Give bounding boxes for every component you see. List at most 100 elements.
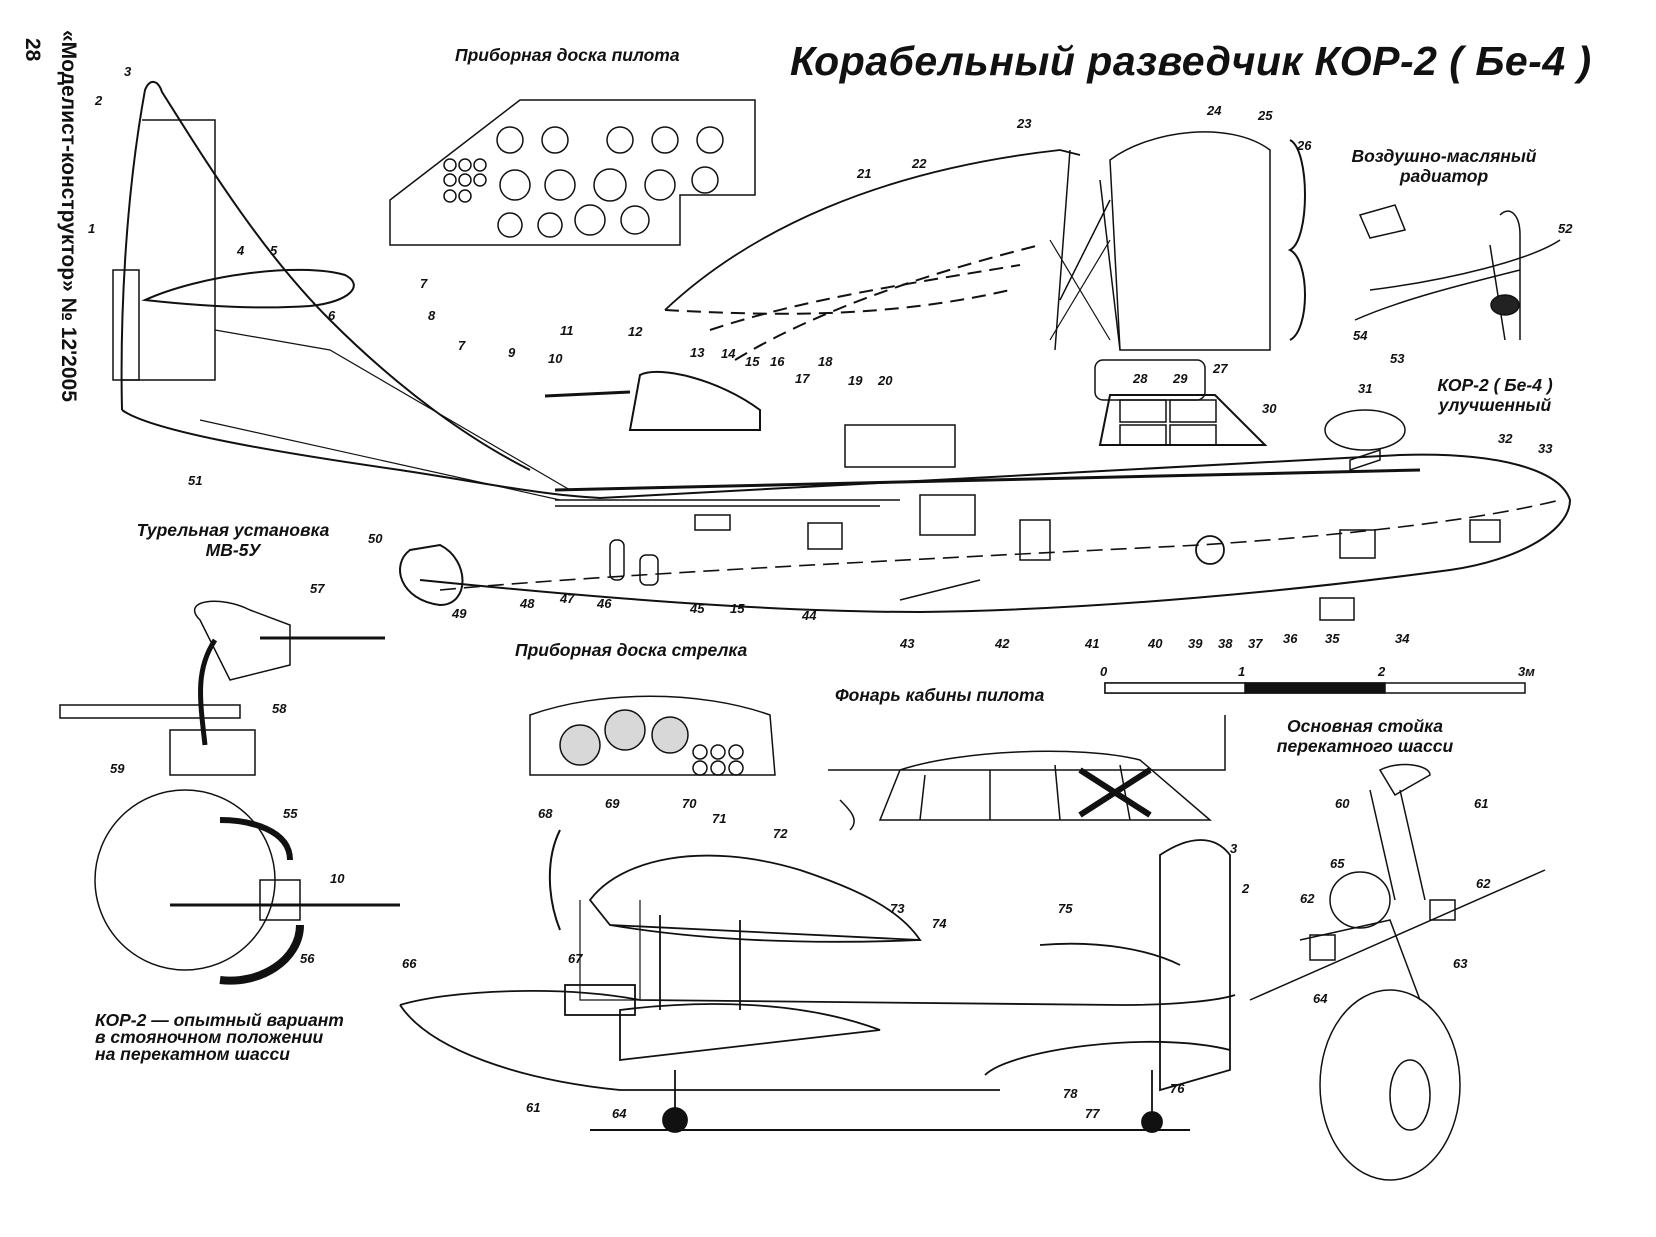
callout: 3 bbox=[1230, 841, 1238, 856]
callout: 41 bbox=[1084, 636, 1099, 651]
scale-label: 1 bbox=[1238, 664, 1245, 679]
callout: 16 bbox=[770, 354, 785, 369]
callout: 22 bbox=[911, 156, 927, 171]
callout: 60 bbox=[1335, 796, 1350, 811]
callout: 58 bbox=[272, 701, 287, 716]
scale-label: 0 bbox=[1100, 664, 1108, 679]
callout: 7 bbox=[458, 338, 466, 353]
callout: 57 bbox=[310, 581, 325, 596]
callout: 17 bbox=[795, 371, 810, 386]
callout: 76 bbox=[1170, 1081, 1185, 1096]
turret-mv5u bbox=[59, 600, 400, 985]
callout: 3 bbox=[124, 64, 132, 79]
antenna-mast bbox=[1324, 409, 1406, 451]
callout: 55 bbox=[283, 806, 298, 821]
callout: 51 bbox=[188, 473, 202, 488]
propeller bbox=[1287, 139, 1306, 341]
wing-outline bbox=[664, 149, 1081, 311]
callout: 61 bbox=[1474, 796, 1488, 811]
pilot-instrument-panel bbox=[389, 99, 756, 246]
callout: 9 bbox=[508, 345, 516, 360]
callout: 14 bbox=[721, 346, 736, 361]
gunner-panel-caption: Приборная доска стрелка bbox=[515, 640, 748, 660]
main-side-view bbox=[112, 81, 1572, 621]
callout: 27 bbox=[1212, 361, 1228, 376]
callout: 19 bbox=[848, 373, 863, 388]
callout: 68 bbox=[538, 806, 553, 821]
gunner-cockpit bbox=[628, 371, 761, 431]
pilot-canopy bbox=[828, 715, 1226, 831]
callout: 15 bbox=[730, 601, 745, 616]
control-wheel bbox=[1195, 535, 1225, 565]
callout: 10 bbox=[548, 351, 563, 366]
stabilizer bbox=[141, 268, 355, 309]
callout: 73 bbox=[890, 901, 905, 916]
callout: 20 bbox=[877, 373, 893, 388]
callout: 42 bbox=[994, 636, 1010, 651]
scale-label: 3м bbox=[1518, 664, 1535, 679]
prototype-side-view bbox=[399, 829, 1236, 1133]
callout: 46 bbox=[596, 596, 612, 611]
improved-caption: КОР-2 ( Бе-4 )улучшенный bbox=[1437, 375, 1553, 415]
callout: 28 bbox=[1132, 371, 1148, 386]
callout: 30 bbox=[1262, 401, 1277, 416]
callout: 8 bbox=[428, 308, 436, 323]
callout: 6 bbox=[328, 308, 336, 323]
callout: 11 bbox=[560, 323, 574, 338]
callout: 72 bbox=[773, 826, 788, 841]
callout: 71 bbox=[712, 811, 726, 826]
callout: 37 bbox=[1248, 636, 1263, 651]
callout: 67 bbox=[568, 951, 583, 966]
callout: 64 bbox=[1313, 991, 1328, 1006]
callout: 26 bbox=[1296, 138, 1312, 153]
canopy-caption: Фонарь кабины пилота bbox=[835, 685, 1045, 705]
callout: 40 bbox=[1147, 636, 1163, 651]
pilot-cockpit bbox=[1098, 394, 1268, 446]
pilot-panel-caption: Приборная доска пилота bbox=[455, 45, 680, 65]
callout: 62 bbox=[1476, 876, 1491, 891]
callout: 61 bbox=[526, 1100, 540, 1115]
callout: 1 bbox=[88, 221, 95, 236]
callout: 35 bbox=[1325, 631, 1340, 646]
callout: 32 bbox=[1498, 431, 1513, 446]
callout: 53 bbox=[1390, 351, 1405, 366]
gunner-instrument-panel bbox=[529, 695, 776, 776]
callout: 54 bbox=[1353, 328, 1368, 343]
callout: 12 bbox=[628, 324, 643, 339]
gun-barrel bbox=[544, 390, 631, 398]
callout: 21 bbox=[856, 166, 871, 181]
callout: 74 bbox=[932, 916, 947, 931]
callout: 44 bbox=[801, 608, 817, 623]
callout: 43 bbox=[899, 636, 915, 651]
callout: 33 bbox=[1538, 441, 1553, 456]
tail-fin bbox=[120, 81, 531, 471]
fuselage-outline bbox=[121, 409, 1572, 614]
callout: 2 bbox=[1241, 881, 1250, 896]
callout: 59 bbox=[110, 761, 125, 776]
callout: 23 bbox=[1016, 116, 1032, 131]
callout: 13 bbox=[690, 345, 705, 360]
callout: 29 bbox=[1172, 371, 1188, 386]
callout: 39 bbox=[1188, 636, 1203, 651]
callout: 65 bbox=[1330, 856, 1345, 871]
turret-ring bbox=[94, 789, 276, 971]
callout: 62 bbox=[1300, 891, 1315, 906]
callout: 50 bbox=[368, 531, 383, 546]
callout: 52 bbox=[1558, 221, 1573, 236]
engine-nacelle bbox=[1109, 131, 1271, 351]
callout: 77 bbox=[1085, 1106, 1100, 1121]
callout: 78 bbox=[1063, 1086, 1078, 1101]
callout: 4 bbox=[236, 243, 245, 258]
callout: 10 bbox=[330, 871, 345, 886]
callout: 34 bbox=[1395, 631, 1410, 646]
callout: 63 bbox=[1453, 956, 1468, 971]
oil-radiator-inset bbox=[1354, 204, 1561, 341]
callout: 2 bbox=[94, 93, 103, 108]
callout: 66 bbox=[402, 956, 417, 971]
callout: 36 bbox=[1283, 631, 1298, 646]
callout: 38 bbox=[1218, 636, 1233, 651]
callout: 25 bbox=[1257, 108, 1273, 123]
